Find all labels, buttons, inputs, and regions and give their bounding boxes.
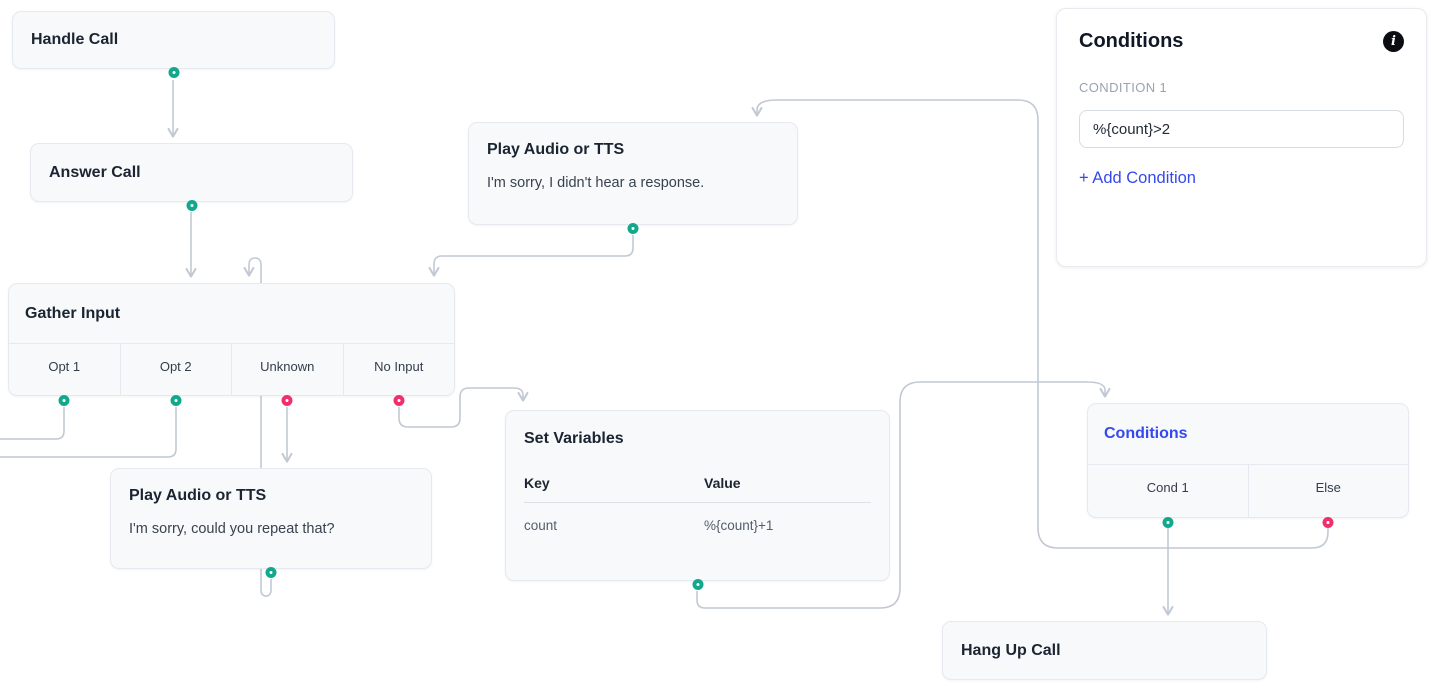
output-port-noinput[interactable] (393, 395, 405, 406)
option-label: No Input (374, 358, 424, 374)
edge-else-to-playaudio-top (751, 99, 1329, 549)
edge-playaudio-top-to-gather (428, 235, 634, 277)
condition-expression-input[interactable] (1079, 110, 1404, 148)
output-port-unknown[interactable] (281, 395, 293, 406)
add-condition-link[interactable]: + Add Condition (1079, 169, 1196, 187)
variables-table-header: Key Value (524, 475, 871, 504)
variable-value: %{count}+1 (704, 518, 774, 534)
node-title: Play Audio or TTS (487, 141, 625, 158)
node-title: Answer Call (49, 163, 141, 181)
node-gather-input[interactable]: Gather Input Opt 1 Opt 2 Unknown No Inpu… (8, 283, 455, 406)
node-conditions[interactable]: Conditions Cond 1 Else (1087, 403, 1409, 528)
condition-option-else[interactable]: Else (1249, 465, 1409, 528)
gather-option-unknown[interactable]: Unknown (232, 344, 344, 406)
node-title: Play Audio or TTS (129, 487, 267, 504)
edge-setvariables-to-conditions (696, 381, 1111, 609)
edge-opt1-offscreen (0, 407, 65, 440)
output-port[interactable] (168, 67, 179, 78)
node-title: Conditions (1104, 425, 1188, 443)
node-body-text: I'm sorry, I didn't hear a response. (487, 175, 705, 192)
node-body-text: I'm sorry, could you repeat that? (129, 521, 335, 538)
edge-noinput-to-setvariables (398, 387, 529, 428)
node-hang-up-call[interactable]: Hang Up Call (942, 621, 1267, 680)
info-icon[interactable]: i (1383, 31, 1404, 52)
node-play-audio-top[interactable]: Play Audio or TTS I'm sorry, I didn't he… (468, 122, 798, 234)
node-title: Hang Up Call (961, 641, 1061, 659)
gather-option-opt2[interactable]: Opt 2 (121, 344, 232, 406)
panel-title: Conditions (1079, 30, 1184, 52)
node-answer-call[interactable]: Answer Call (30, 143, 353, 211)
output-port-else[interactable] (1322, 517, 1334, 528)
option-label: Else (1315, 480, 1341, 495)
output-port[interactable] (265, 567, 277, 578)
option-label: Unknown (260, 358, 315, 374)
option-label: Opt 1 (48, 358, 81, 374)
variables-table-row: count %{count}+1 (524, 518, 871, 533)
output-port-opt2[interactable] (170, 395, 182, 406)
node-title: Set Variables (524, 430, 624, 447)
output-port[interactable] (692, 579, 703, 590)
node-title: Handle Call (31, 31, 119, 49)
edge-opt2-offscreen (0, 407, 177, 458)
option-label: Opt 2 (159, 358, 192, 374)
conditions-properties-panel: Conditions i CONDITION 1 + Add Condition (1056, 8, 1427, 267)
node-play-audio-bottom[interactable]: Play Audio or TTS I'm sorry, could you r… (110, 468, 432, 578)
edge-playaudio-bottom-loop-to-gather (243, 257, 272, 597)
variable-key: count (524, 518, 558, 534)
node-set-variables[interactable]: Set Variables Key Value count %{count}+1 (505, 410, 890, 590)
output-port-cond1[interactable] (1162, 517, 1174, 528)
gather-option-opt1[interactable]: Opt 1 (9, 344, 121, 406)
output-port-opt1[interactable] (58, 395, 70, 406)
output-port[interactable] (186, 200, 197, 211)
condition-option-cond1[interactable]: Cond 1 (1088, 465, 1249, 528)
condition-section-label: CONDITION 1 (1079, 80, 1168, 95)
output-port[interactable] (627, 223, 639, 234)
gather-option-noinput[interactable]: No Input (344, 344, 455, 406)
column-header-key: Key (524, 475, 550, 492)
column-header-value: Value (704, 475, 741, 492)
option-label: Cond 1 (1146, 480, 1189, 495)
node-handle-call[interactable]: Handle Call (12, 11, 335, 78)
node-title: Gather Input (25, 304, 121, 322)
